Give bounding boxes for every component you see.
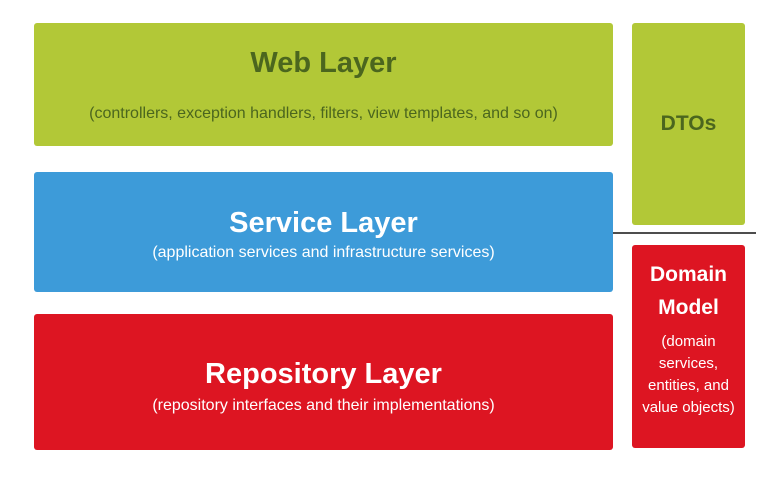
repository-layer-subtitle: (repository interfaces and their impleme… [152, 397, 495, 414]
service-layer-box: Service Layer (application services and … [34, 172, 613, 292]
domain-model-title-line2: Model [658, 296, 719, 319]
dtos-domain-divider-line [613, 232, 756, 234]
dtos-label: DTOs [660, 112, 717, 135]
web-layer-box: Web Layer (controllers, exception handle… [34, 23, 613, 146]
service-layer-title: Service Layer [229, 207, 418, 239]
web-layer-subtitle: (controllers, exception handlers, filter… [89, 105, 558, 122]
web-layer-title: Web Layer [250, 47, 397, 79]
repository-layer-box: Repository Layer (repository interfaces … [34, 314, 613, 450]
repository-layer-title: Repository Layer [205, 358, 442, 390]
domain-model-description: (domain services, entities, and value ob… [642, 333, 735, 416]
domain-model-box: Domain Model (domain services, entities,… [632, 245, 745, 448]
domain-model-title-line1: Domain [649, 263, 727, 286]
dtos-box: DTOs [632, 23, 745, 225]
service-layer-subtitle: (application services and infrastructure… [152, 244, 495, 261]
